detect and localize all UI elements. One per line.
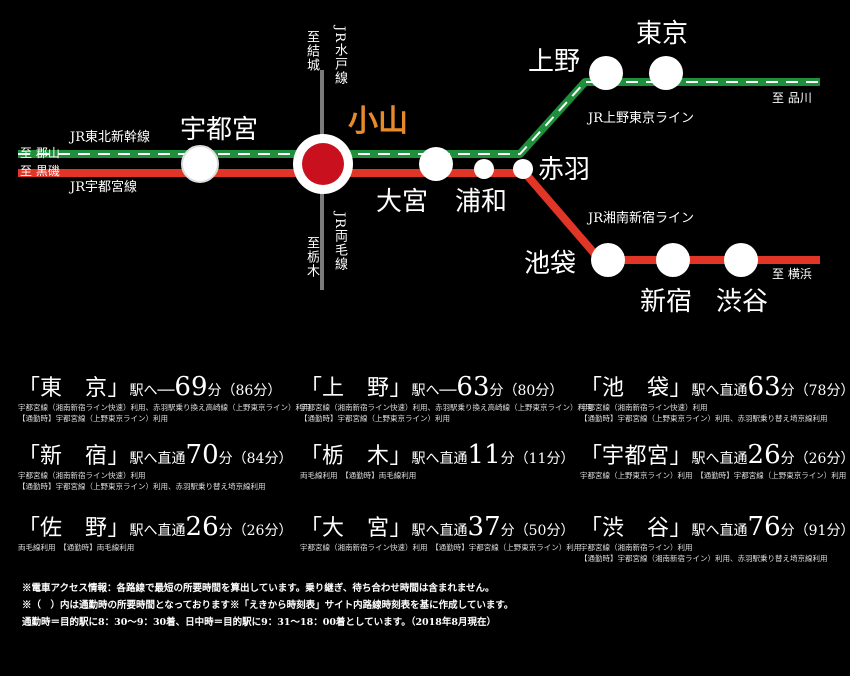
footnote-3: 通勤時＝目的駅に8：30〜9：30着、日中時＝目的駅に9：31〜18：00着とし… [22, 617, 496, 628]
station-name-ikebukuro: 池袋 [524, 249, 577, 279]
station-marker-ueno [589, 56, 623, 90]
station-marker-ikebukuro [591, 243, 625, 277]
station-marker-tokyo [649, 56, 683, 90]
footnote-1: ※電車アクセス情報：各路線で最短の所要時間を算出しています。乗り継ぎ、待ち合わせ… [22, 583, 495, 594]
time-entry-tochigi: 「栃 木」駅へ直通11分（11分） 両毛線利用 【通勤時】両毛線利用 [300, 440, 575, 480]
station-marker-utsunomiya [181, 145, 219, 183]
direction-tochigi: 至栃木 [304, 236, 319, 278]
station-name-akabane: 赤羽 [538, 155, 591, 185]
station-name-shinjuku: 新宿 [640, 287, 693, 317]
station-marker-shinjuku [656, 243, 690, 277]
time-entry-shinjuku: 「新 宿」駅へ直通70分（84分） 宇都宮線（湘南新宿ライン快速）利用 【通勤時… [18, 440, 293, 491]
station-name-tokyo: 東京 [636, 19, 689, 49]
direction-yokohama: 至 横浜 [772, 267, 812, 281]
direction-koriyama: 至 郡山 [20, 146, 60, 160]
time-entry-shibuya: 「渋 谷」駅へ直通76分（91分） 宇都宮線（湘南新宿ライン）利用 【通勤時】宇… [580, 512, 850, 563]
footnotes: ※電車アクセス情報：各路線で最短の所要時間を算出しています。乗り継ぎ、待ち合わせ… [22, 580, 513, 631]
footnote-2: ※（ ）内は通勤時の所要時間となっております※「えきから時刻表」サイト内路線時刻… [22, 600, 514, 611]
station-marker-omiya [419, 147, 453, 181]
station-name-ueno: 上野 [528, 47, 581, 77]
direction-shinagawa: 至 品川 [772, 91, 812, 105]
direction-yuki: 至結城 [304, 30, 319, 72]
station-name-omiya: 大宮 [376, 187, 429, 217]
route-map-graphic [18, 56, 820, 290]
line-label-utsunomiya: JR宇都宮線 [70, 180, 137, 195]
time-entry-ikebukuro: 「池 袋」駅へ直通63分（78分） 宇都宮線（湘南新宿ライン快速）利用 【通勤時… [580, 372, 850, 423]
time-entry-tokyo: 「東 京」駅へ──69分（86分） 宇都宮線（湘南新宿ライン快速）利用、赤羽駅乗… [18, 372, 311, 423]
station-marker-oyama [293, 134, 353, 194]
line-label-shinkansen: JR東北新幹線 [70, 130, 150, 145]
red-line [18, 169, 820, 264]
green-line-dash [18, 81, 820, 155]
station-name-utsunomiya: 宇都宮 [180, 115, 259, 145]
line-label-ryomo: JR両毛線 [332, 212, 347, 271]
line-label-mito: JR水戸線 [332, 26, 347, 85]
route-map: 宇都宮 小山 大宮 浦和 赤羽 上野 東京 池袋 新宿 渋谷 JR東北新幹線 J… [18, 19, 820, 317]
time-entry-omiya: 「大 宮」駅へ直通37分（50分） 宇都宮線（湘南新宿ライン快速）利用 【通勤時… [300, 512, 582, 552]
time-entry-utsunomiya: 「宇都宮」駅へ直通26分（26分） 宇都宮線（上野東京ライン）利用 【通勤時】宇… [580, 440, 850, 480]
direction-kuroiso: 至 黒磯 [20, 164, 60, 178]
station-marker-shibuya [724, 243, 758, 277]
line-label-ueno-tokyo: JR上野東京ライン [588, 111, 694, 126]
station-name-urawa: 浦和 [455, 187, 508, 217]
line-label-shonan-shinjuku: JR湘南新宿ライン [588, 211, 694, 226]
station-marker-akabane [513, 159, 533, 179]
time-entry-sano: 「佐 野」駅へ直通26分（26分） 両毛線利用 【通勤時】両毛線利用 [18, 512, 293, 552]
time-entry-ueno: 「上 野」駅へ──63分（80分） 宇都宮線（湘南新宿ライン快速）利用、赤羽駅乗… [300, 372, 593, 423]
station-name-oyama: 小山 [348, 104, 408, 139]
station-name-shibuya: 渋谷 [716, 287, 769, 317]
station-marker-urawa [474, 159, 494, 179]
